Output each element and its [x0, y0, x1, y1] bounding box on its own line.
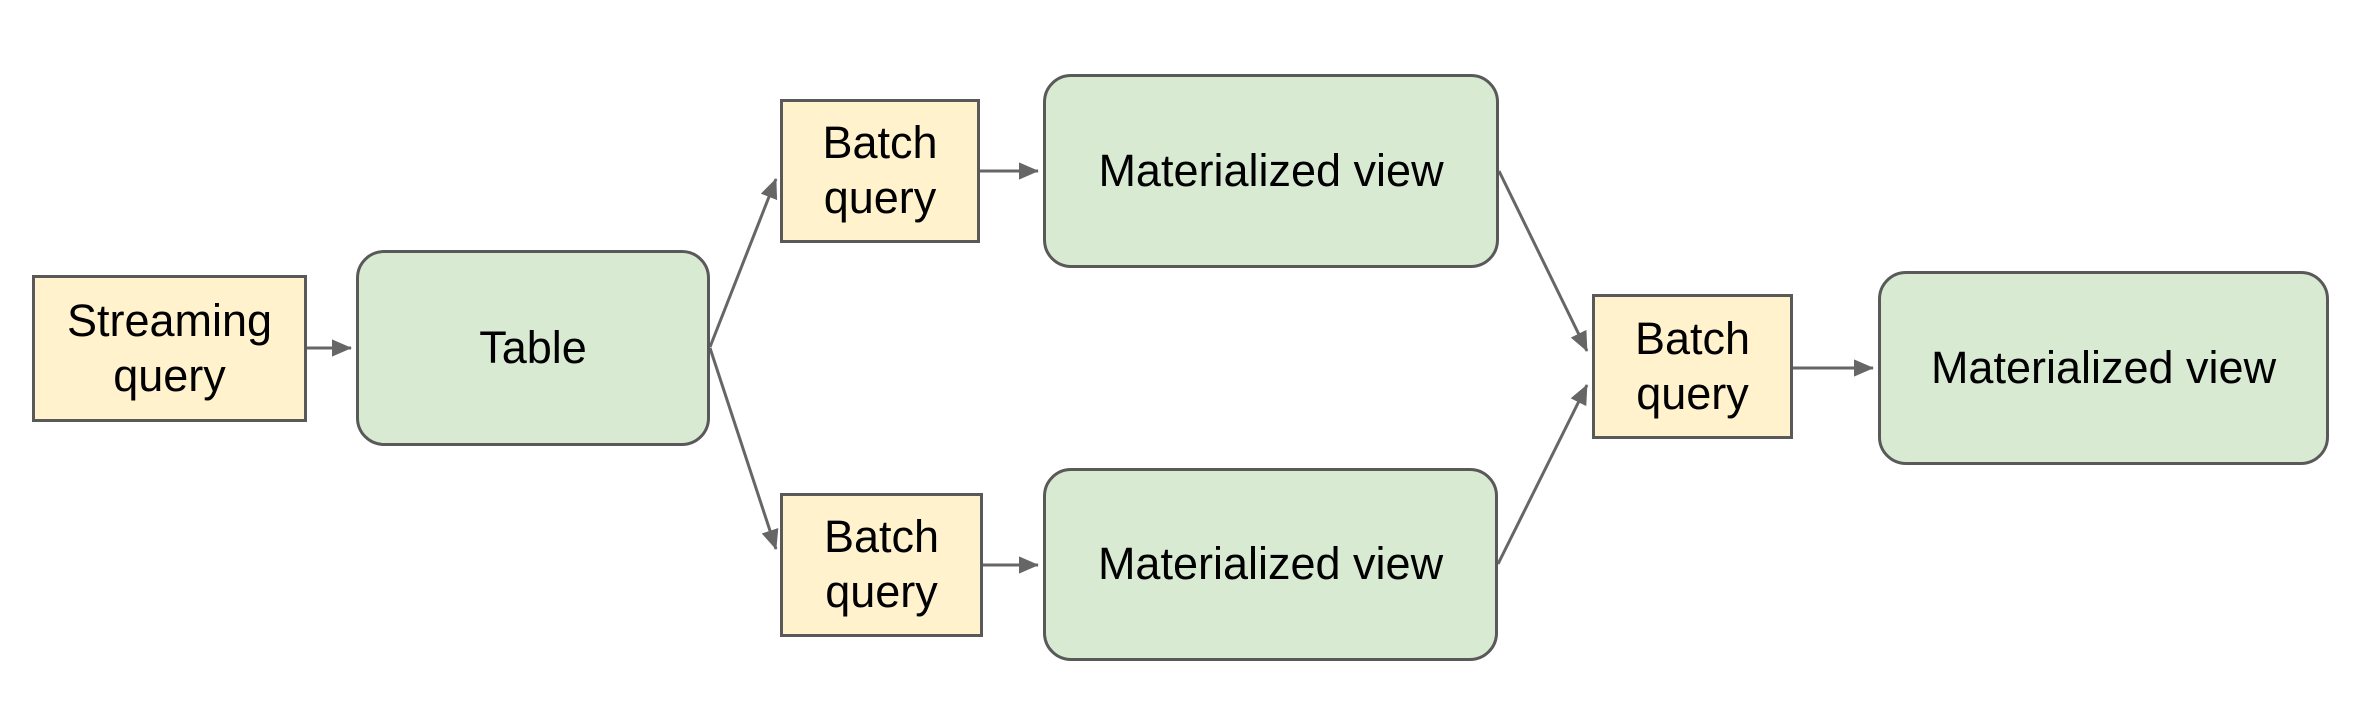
node-materialized-view-bottom: Materialized view	[1043, 468, 1498, 661]
node-table: Table	[356, 250, 710, 446]
arrow-table-to-batch-query-bottom	[708, 347, 779, 550]
arrow-mv-top-to-batch-query-right	[1497, 170, 1589, 352]
arrow-mv-bottom-to-batch-query-right	[1496, 384, 1589, 565]
node-batch-query-right: Batch query	[1592, 294, 1793, 439]
node-batch-query-top: Batch query	[780, 99, 980, 243]
node-materialized-view-right: Materialized view	[1878, 271, 2329, 465]
node-batch-query-bottom: Batch query	[780, 493, 983, 637]
node-streaming-query: Streaming query	[32, 275, 307, 422]
node-materialized-view-top: Materialized view	[1043, 74, 1499, 268]
arrow-table-to-batch-query-top	[708, 178, 778, 348]
